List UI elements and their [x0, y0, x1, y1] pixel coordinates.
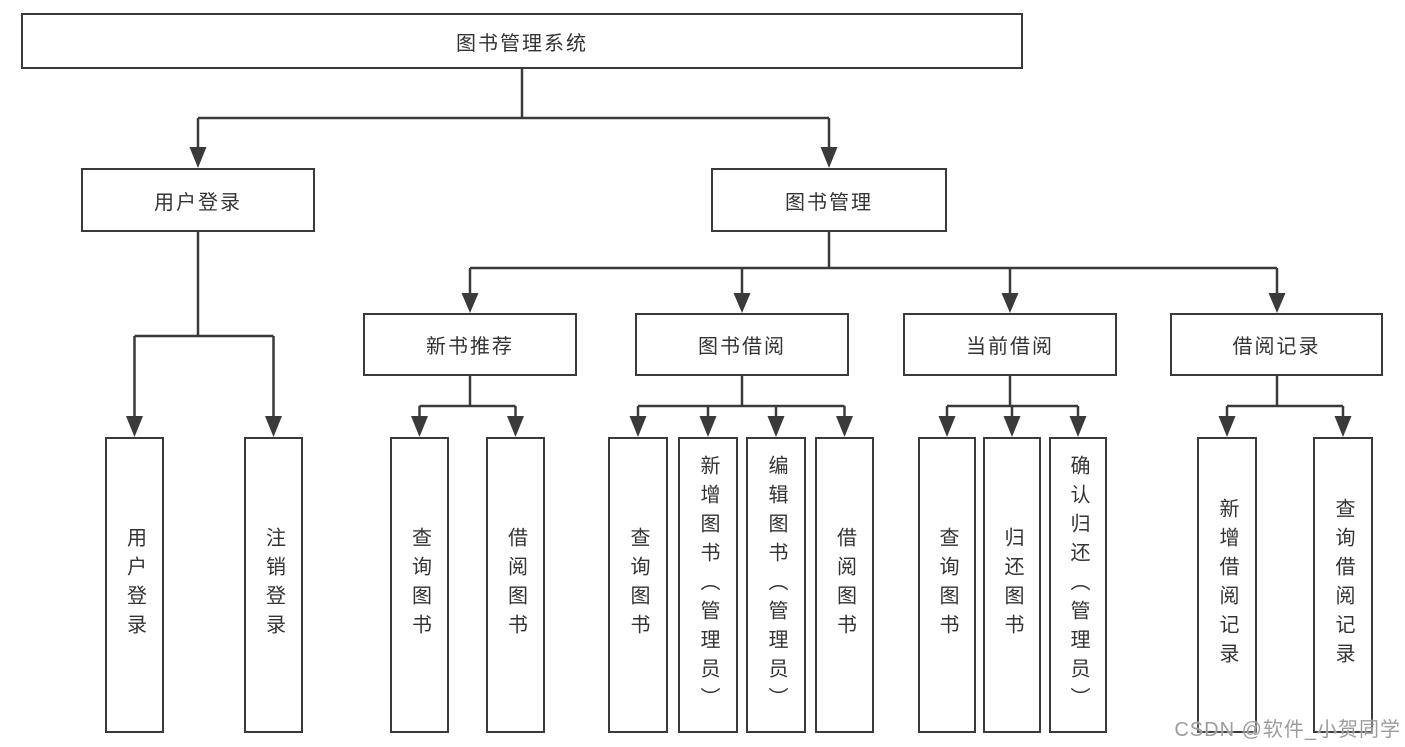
leaf-query-book-borrow: 查询图书: [608, 437, 668, 733]
leaf-return-book: 归还图书: [983, 437, 1041, 733]
leaf-confirm-return-admin: 确认归还（管理员）: [1049, 437, 1107, 733]
leaf-query-borrow-record: 查询借阅记录: [1313, 437, 1373, 733]
leaf-borrow-book-recommend: 借阅图书: [486, 437, 545, 733]
leaf-edit-book-admin: 编辑图书（管理员）: [746, 437, 806, 733]
leaf-borrow-book: 借阅图书: [815, 437, 874, 733]
leaf-query-book-recommend: 查询图书: [390, 437, 449, 733]
node-book-management: 图书管理: [711, 168, 947, 232]
leaf-logout: 注销登录: [244, 437, 303, 733]
leaf-add-book-admin: 新增图书（管理员）: [678, 437, 738, 733]
csdn-watermark: CSDN @软件_小贺同学: [1174, 719, 1401, 741]
node-root: 图书管理系统: [21, 13, 1023, 69]
node-current-borrow: 当前借阅: [903, 313, 1117, 376]
leaf-user-login: 用户登录: [105, 437, 164, 733]
node-new-book-recommend: 新书推荐: [363, 313, 577, 376]
node-user-login: 用户登录: [81, 168, 315, 232]
leaf-query-book-current: 查询图书: [918, 437, 976, 733]
leaf-add-borrow-record: 新增借阅记录: [1197, 437, 1257, 733]
node-book-borrow: 图书借阅: [635, 313, 849, 376]
node-borrow-records: 借阅记录: [1170, 313, 1383, 376]
